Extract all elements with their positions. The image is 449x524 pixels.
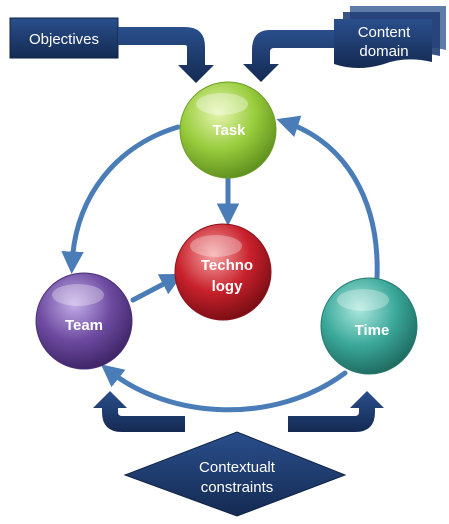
arrow-task-to-team [61,124,181,274]
objectives-input: Objectives [9,17,214,83]
constraints-diamond [123,431,347,517]
arrow-time-to-team [100,364,348,413]
technology-node: Techno logy [174,223,272,321]
technology-label-line2: logy [212,278,243,295]
objectives-label: Objectives [29,31,99,48]
team-label: Team [65,317,103,334]
constraints-label-line2: constraints [201,479,274,496]
task-node: Task [179,81,277,179]
time-label: Time [355,322,390,339]
arrow-team-to-technology [130,273,183,303]
task-label: Task [212,122,246,139]
content-domain-label-line1: Content [358,24,411,41]
constraints-arrow-right [288,391,384,432]
arrow-time-to-task [276,115,380,281]
constraints-arrow-left [93,391,185,432]
contextual-constraints-input: Contextualt constraints [93,391,384,517]
cycle-arrows [61,115,380,413]
constraints-label-line1: Contextualt [199,459,276,476]
team-node: Team [35,272,133,370]
content-domain-arrow [243,30,334,82]
content-domain-input: Content domain [243,6,446,82]
technology-label-line1: Techno [201,257,253,274]
time-node: Time [320,277,418,375]
objectives-arrow [118,27,214,83]
content-domain-label-line2: domain [359,43,408,60]
